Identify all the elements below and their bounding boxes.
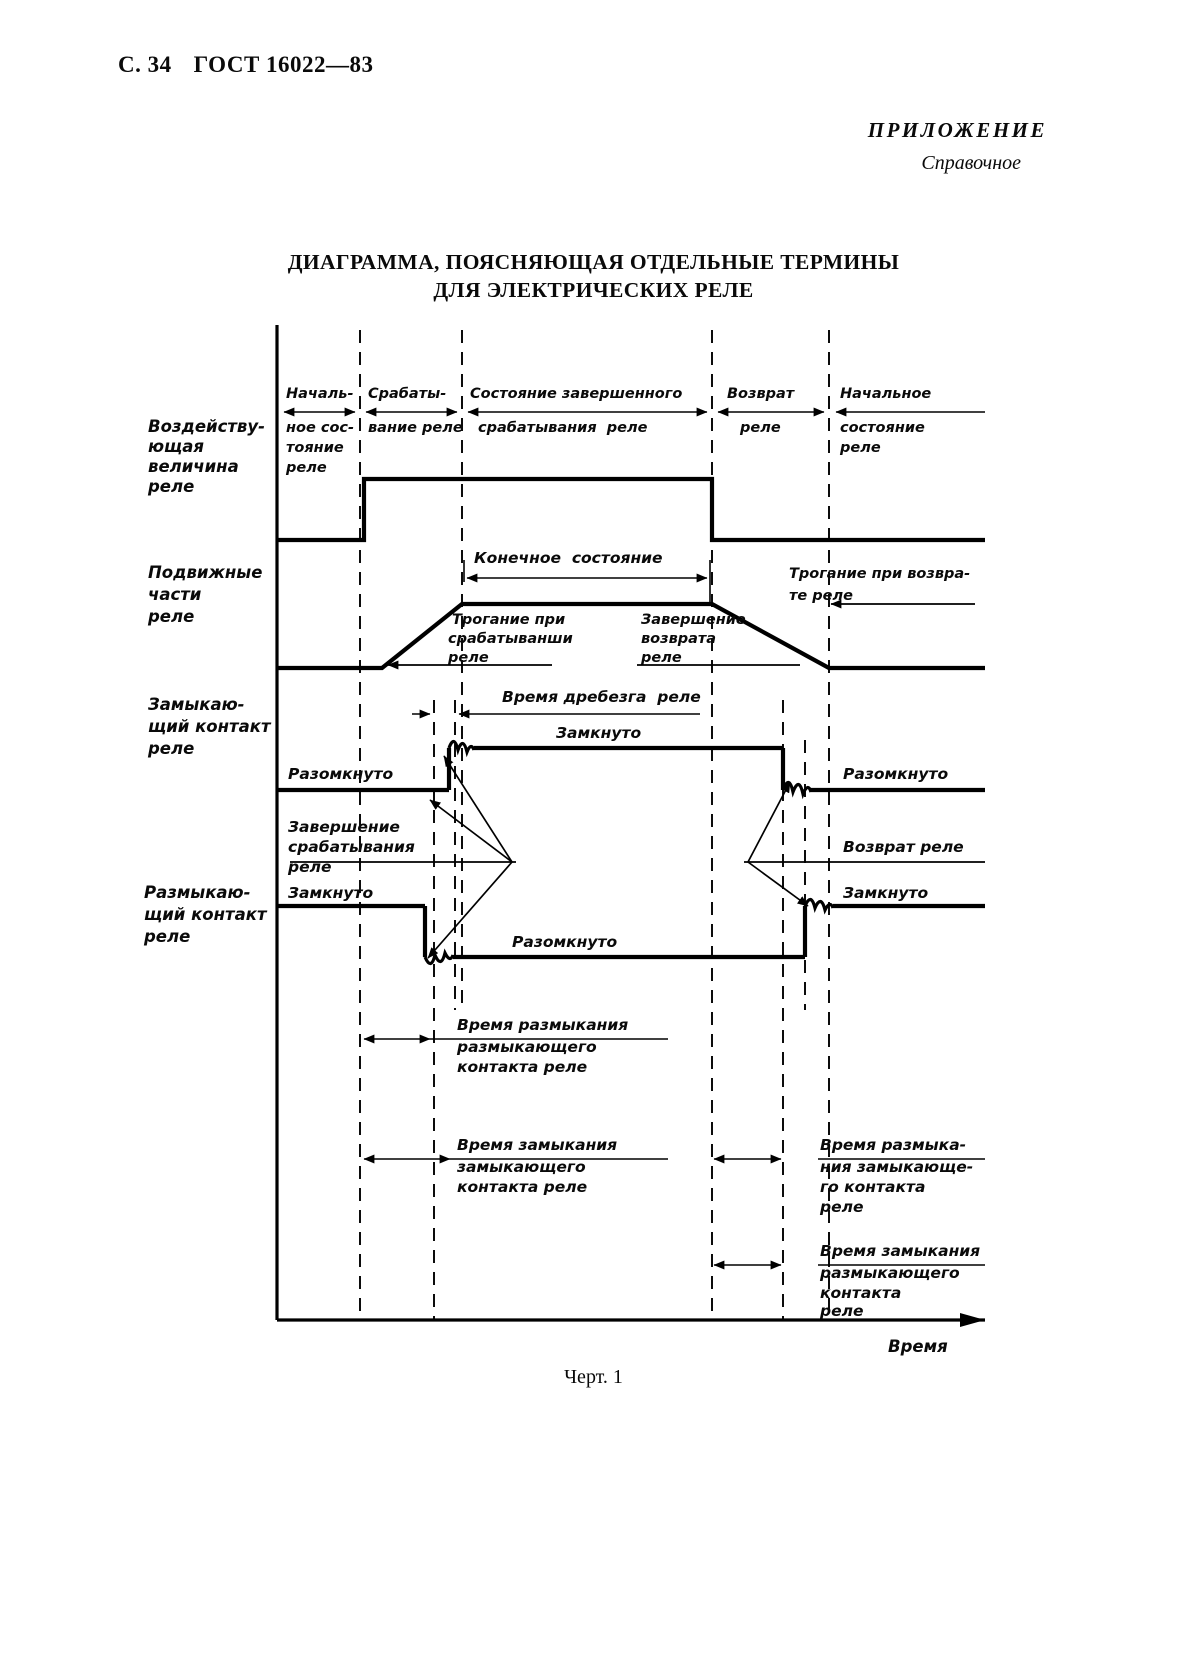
waveform-break-bounce-fall xyxy=(423,948,455,966)
phase-3-line1: Состояние завершенного xyxy=(470,386,682,402)
row-label-moving-2: части xyxy=(148,585,202,604)
waveform-moving-parts xyxy=(277,601,985,671)
figure-title-line1: ДИАГРАММА, ПОЯСНЯЮЩАЯ ОТДЕЛЬНЫЕ ТЕРМИНЫ xyxy=(287,250,900,274)
timing-3-line2: ния замыкающе- xyxy=(820,1158,973,1176)
annotation-dropout-end-3: реле xyxy=(640,650,682,666)
annotation-break-open: Разомкнуто xyxy=(512,933,617,951)
pickup-complete-pointer-upper xyxy=(443,755,513,863)
row-label-moving-1: Подвижные xyxy=(148,563,262,582)
timing-2-line3: контакта реле xyxy=(457,1178,587,1196)
figure-title: ДИАГРАММА, ПОЯСНЯЮЩАЯ ОТДЕЛЬНЫЕ ТЕРМИНЫ … xyxy=(0,248,1187,304)
row-label-break-1: Размыкаю- xyxy=(144,883,250,902)
x-axis-arrowhead xyxy=(960,1313,985,1327)
dropout-pointer-upper xyxy=(747,781,791,863)
timing-4-line3: контакта xyxy=(820,1284,901,1302)
timing-1-line3: контакта реле xyxy=(457,1058,587,1076)
row-label-make-3: реле xyxy=(147,739,194,758)
annotation-make-open-right: Разомкнуто xyxy=(843,765,948,783)
phase-4-line1: Возврат xyxy=(727,386,796,402)
annotation-pickup-complete-3: реле xyxy=(287,858,331,876)
appendix-subtitle: Справочное xyxy=(921,152,1021,174)
phase-1-line4: реле xyxy=(285,460,327,476)
phase-2-line2: вание реле xyxy=(368,420,463,436)
timing-4-line2: размыкающего xyxy=(819,1264,960,1282)
waveform-make-bounce-rise xyxy=(447,739,476,758)
annotation-dropout-end-2: возврата xyxy=(641,631,716,647)
dropout-pointer-lower xyxy=(747,861,809,907)
annotation-pickup-start-3: реле xyxy=(447,650,489,666)
phase-5-line3: реле xyxy=(839,440,881,456)
annotation-dropout-end-1: Завершение xyxy=(641,612,746,628)
row-label-influencing-1: Воздейству- xyxy=(148,417,265,436)
row-label-influencing-3: величина xyxy=(148,457,239,476)
waveform-break-bounce-rise xyxy=(803,897,835,915)
phase-5-line1: Начальное xyxy=(840,386,931,402)
timing-3-line3: го контакта xyxy=(820,1178,925,1196)
annotation-break-closed-right: Замкнуто xyxy=(843,884,928,902)
annotation-dropout-start-1: Трогание при возвра- xyxy=(789,566,970,582)
figure-title-line2: ДЛЯ ЭЛЕКТРИЧЕСКИХ РЕЛЕ xyxy=(433,278,754,302)
annotation-pickup-start-2: срабатыванши xyxy=(448,631,573,647)
row-label-make-2: щий контакт xyxy=(148,717,272,736)
waveform-influencing-quantity xyxy=(277,476,985,543)
page-number: С. 34 xyxy=(118,52,172,77)
appendix-title: ПРИЛОЖЕНИЕ xyxy=(867,118,1047,142)
pickup-complete-pointer-lower xyxy=(429,799,513,863)
phase-4-line2: реле xyxy=(739,420,781,436)
row-label-influencing-2: ющая xyxy=(148,437,204,456)
phase-3-line2: срабатывания реле xyxy=(478,420,648,436)
annotation-dropout-start-2: те реле xyxy=(789,588,853,604)
timing-1-line1: Время размыкания xyxy=(457,1016,628,1034)
timing-4-line1: Время замыкания xyxy=(820,1242,980,1260)
page-header: С. 34 ГОСТ 16022—83 xyxy=(118,52,374,78)
timing-2-line1: Время замыкания xyxy=(457,1136,617,1154)
pickup-complete-pointer-break xyxy=(427,861,513,959)
timing-3-line1: Время размыка- xyxy=(820,1136,966,1154)
phase-1-line3: тояние xyxy=(286,440,344,456)
timing-4-line4: реле xyxy=(819,1302,863,1320)
timing-1-line2: размыкающего xyxy=(456,1038,597,1056)
phase-2-line1: Срабаты- xyxy=(368,386,446,402)
annotation-break-closed-left: Замкнуто xyxy=(288,884,373,902)
annotation-make-open-left: Разомкнуто xyxy=(288,765,393,783)
axis-label-time: Время xyxy=(888,1337,948,1356)
annotation-final-state: Конечное состояние xyxy=(474,549,663,567)
annotation-pickup-complete-1: Завершение xyxy=(288,818,400,836)
row-label-influencing-4: реле xyxy=(147,477,194,496)
timing-3-line4: реле xyxy=(819,1198,863,1216)
phase-5-line2: состояние xyxy=(840,420,925,436)
standard-number: ГОСТ 16022—83 xyxy=(193,52,374,77)
row-label-make-1: Замыкаю- xyxy=(147,695,245,714)
annotation-dropout-relay: Возврат реле xyxy=(843,838,964,856)
figure-caption: Черт. 1 xyxy=(564,1366,623,1388)
timing-2-line2: замыкающего xyxy=(456,1158,586,1176)
row-label-break-2: щий контакт xyxy=(144,905,268,924)
row-label-break-3: реле xyxy=(143,927,190,946)
annotation-pickup-start-1: Трогание при xyxy=(452,612,565,628)
annotation-bounce-time: Время дребезга реле xyxy=(502,688,701,706)
phase-1-line1: Началь- xyxy=(286,386,353,402)
phase-1-line2: ное сос- xyxy=(286,420,354,436)
annotation-make-closed: Замкнуто xyxy=(556,724,641,742)
row-label-moving-3: реле xyxy=(147,607,194,626)
annotation-pickup-complete-2: срабатывания xyxy=(288,838,415,856)
